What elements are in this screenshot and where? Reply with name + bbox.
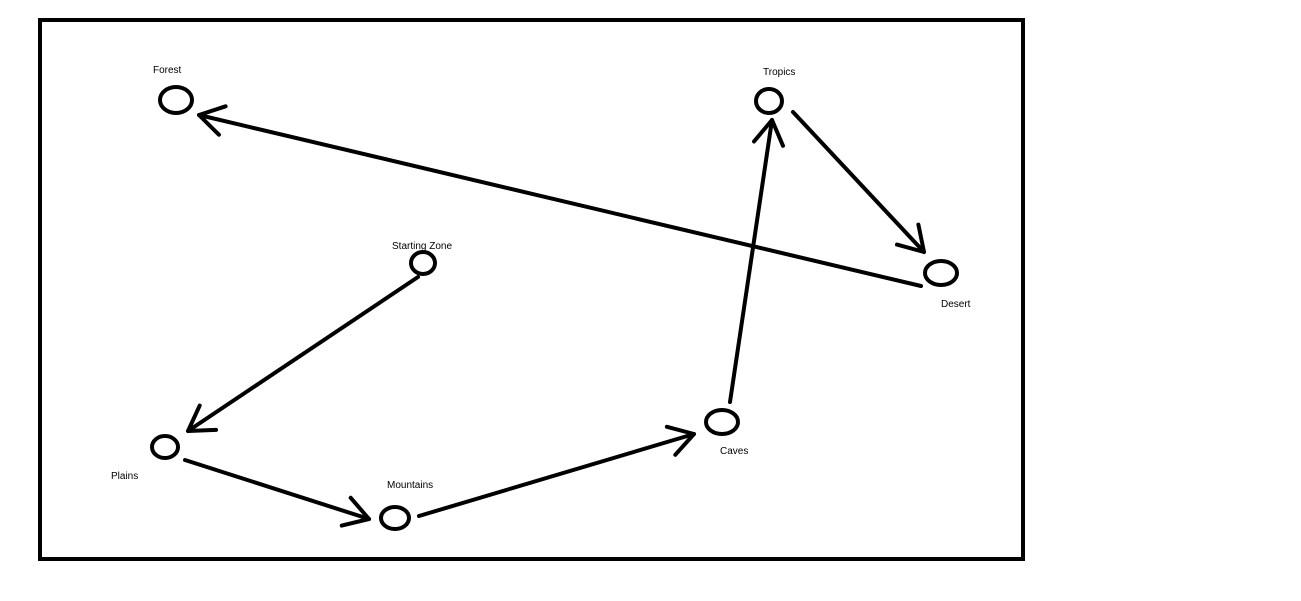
edge-mountains-to-caves	[417, 424, 696, 518]
arrowhead-icon	[339, 495, 371, 528]
node-desert-label: Desert	[941, 299, 971, 310]
node-mountains: Mountains	[379, 480, 433, 531]
arrowhead-icon	[664, 424, 696, 457]
edge-line	[791, 110, 926, 254]
arrowhead-icon	[197, 104, 228, 137]
node-starting-zone-label: Starting Zone	[392, 241, 452, 252]
node-forest-circle	[158, 85, 194, 115]
node-plains-label: Plains	[111, 471, 138, 482]
edge-desert-to-forest	[197, 104, 923, 288]
node-forest: Forest	[153, 65, 194, 115]
edge-plains-to-mountains	[183, 458, 371, 528]
edge-line	[197, 113, 923, 288]
node-caves-circle	[704, 408, 740, 436]
edge-tropics-to-desert	[791, 110, 926, 254]
node-forest-label: Forest	[153, 65, 182, 76]
arrowhead-icon	[895, 222, 926, 254]
node-tropics-circle	[754, 87, 784, 115]
node-tropics-label: Tropics	[763, 67, 795, 78]
arrowhead-icon	[752, 118, 785, 148]
arrowhead-icon	[186, 403, 218, 433]
node-desert-circle	[923, 259, 959, 287]
node-mountains-circle	[379, 505, 411, 531]
edge-line	[728, 118, 774, 404]
node-plains: Plains	[111, 434, 180, 482]
diagram-frame	[38, 18, 1025, 561]
node-caves: Caves	[704, 408, 748, 457]
node-plains-circle	[150, 434, 180, 460]
node-starting-zone: Starting Zone	[392, 241, 452, 276]
edge-line	[183, 458, 371, 521]
node-tropics: Tropics	[754, 67, 795, 115]
node-caves-label: Caves	[720, 446, 748, 457]
edge-line	[417, 432, 696, 518]
edges-layer	[183, 104, 926, 528]
node-desert: Desert	[923, 259, 971, 310]
edge-caves-to-tropics	[728, 118, 785, 404]
edge-starting-zone-to-plains	[186, 275, 420, 433]
node-starting-zone-circle	[409, 250, 437, 276]
edge-line	[186, 275, 420, 433]
node-mountains-label: Mountains	[387, 480, 433, 491]
